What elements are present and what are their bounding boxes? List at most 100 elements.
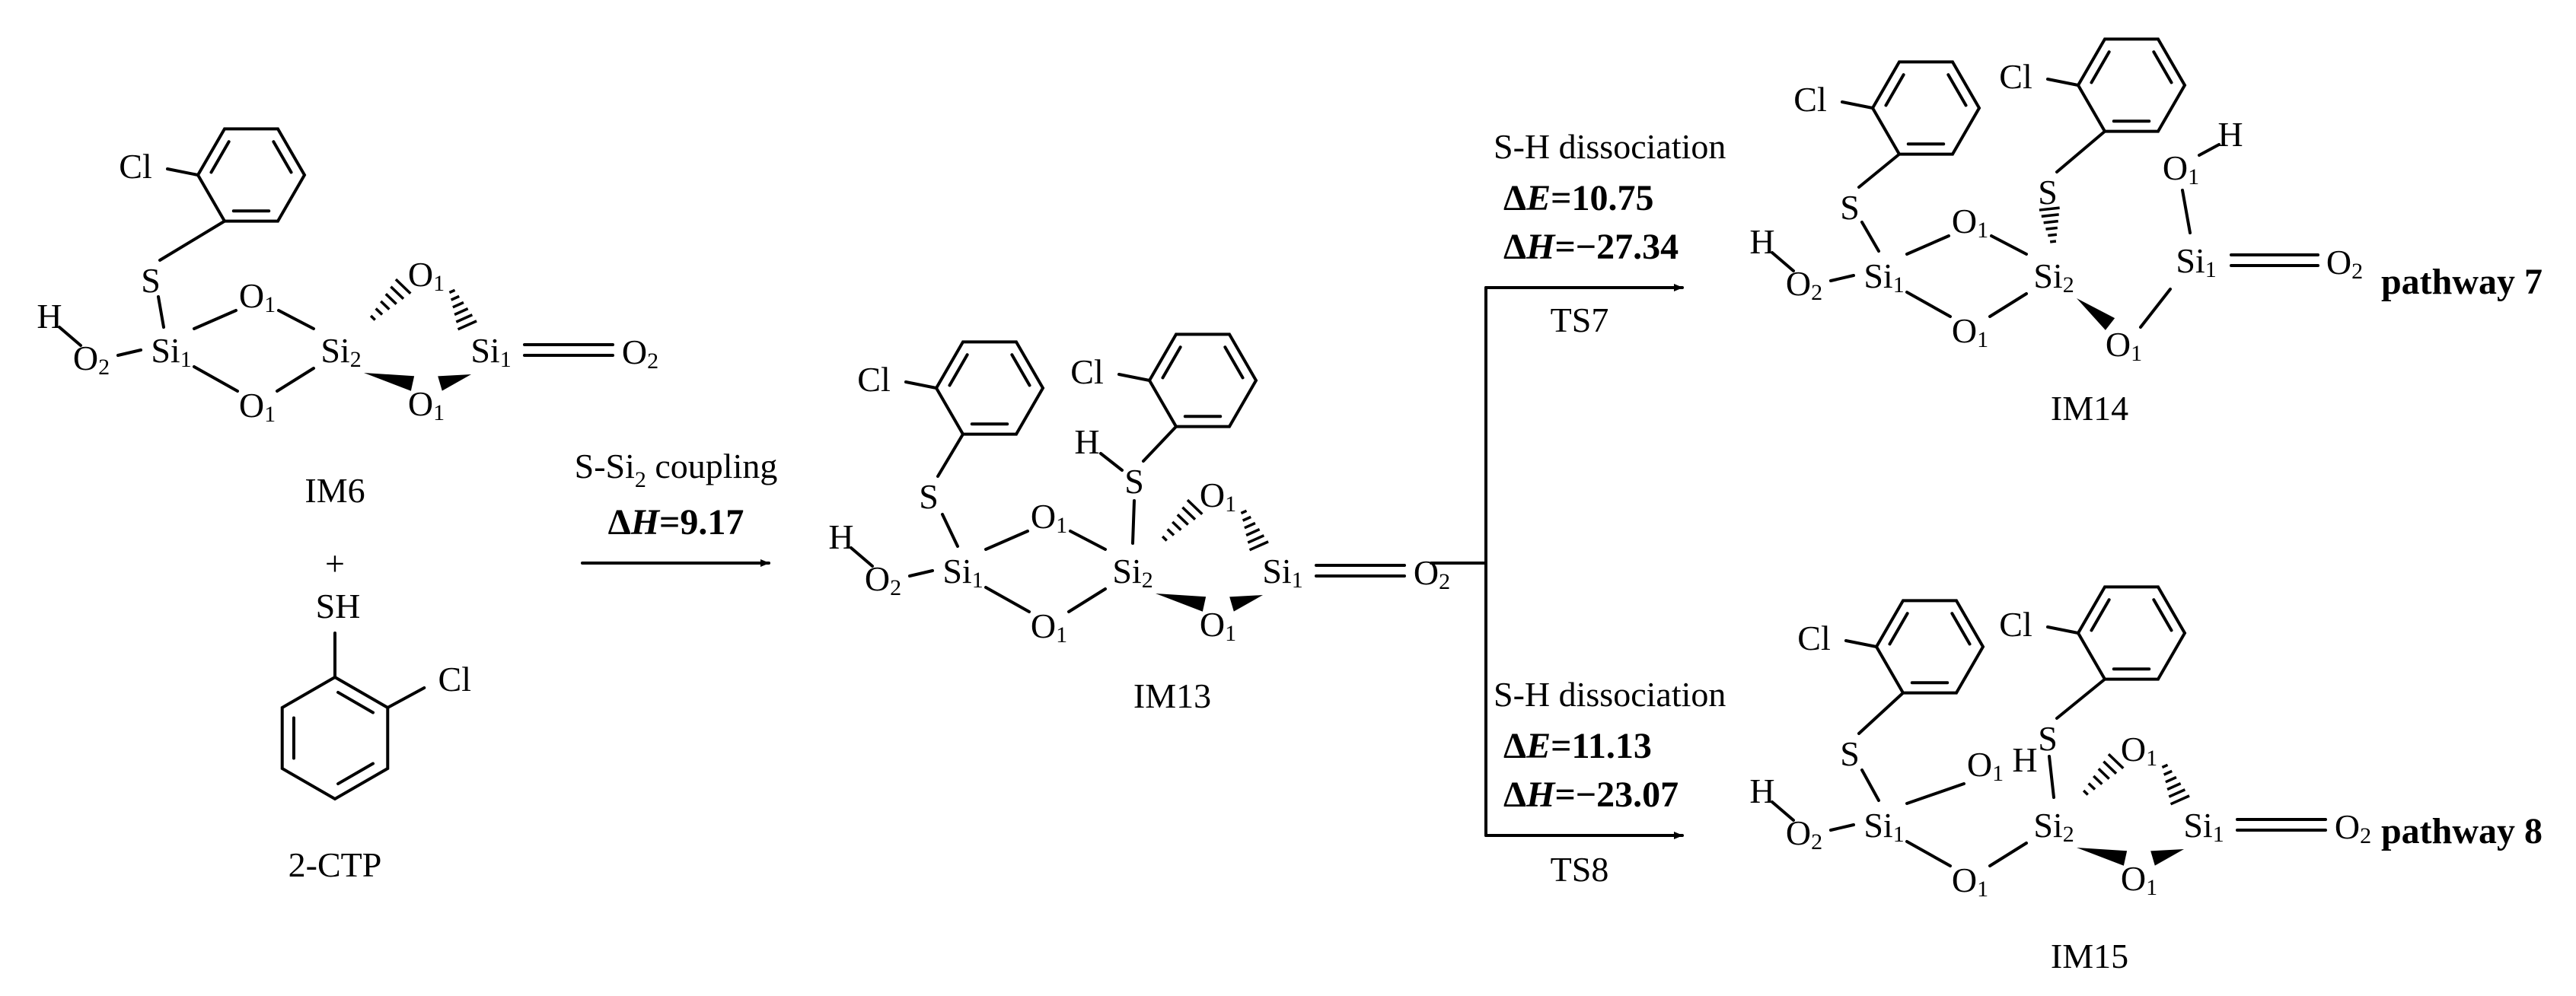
im15-o1-tr-atom: O1 — [2121, 730, 2157, 771]
im14-o1-si1r-bond — [2139, 288, 2172, 329]
im6-o1-si1r-hash-dash — [450, 294, 460, 301]
im6-o1top-si2-bond — [277, 309, 315, 330]
im15-si2-o1-wedge — [2077, 848, 2128, 866]
im13-o2-atom: O2 — [865, 559, 901, 600]
im6-o2-si1-bond — [116, 348, 142, 357]
im6-o2r-atom: O2 — [622, 333, 658, 374]
im13-o1-tr-atom: O1 — [1200, 476, 1236, 517]
bottom-dh-label: ΔH=−23.07 — [1503, 775, 1679, 815]
im15-thio-left-benzene-ring-inner-double — [1950, 612, 1972, 646]
ctp-label: 2-CTP — [289, 845, 382, 884]
im13-si2-o1-hash-dash — [1161, 535, 1168, 542]
im15-o1-si1r-hash-dash — [2161, 763, 2169, 769]
im15-thio-left-benzene-ring-inner-double — [1888, 612, 1909, 646]
im15-thio-right-s-atom: S — [2038, 719, 2058, 758]
im15-o2r-atom: O2 — [2335, 807, 2371, 848]
im6-si1-s-bond — [157, 295, 165, 329]
im13-thio-right-sh-bond — [1099, 452, 1124, 472]
im13-thio-right-sh-h-atom: H — [1074, 422, 1099, 461]
im15-o1-si1r-hash-dash — [2170, 794, 2190, 806]
im15-thio-right-s-aryl-bond — [2055, 677, 2106, 720]
im13-si2-o1-hash-dash — [1166, 528, 1175, 536]
bond-layer — [58, 37, 2327, 867]
im14-si1-atom: Si1 — [1863, 256, 1904, 298]
im13-thio-left-s-atom: S — [919, 477, 939, 516]
im13-h-o-bond — [850, 546, 874, 568]
im14-thio-left-benzene-ring — [1870, 60, 1981, 156]
im13-si2-o1-hash-dash — [1176, 514, 1189, 526]
im15-si1-s-bond — [1860, 768, 1880, 802]
im15-si2-o1-hash — [2082, 753, 2125, 796]
im6-thio-s-aryl-bond — [158, 219, 226, 262]
im6-si2-o1-hash-dash — [369, 314, 376, 321]
im6-o1-bottom-atom: O1 — [239, 386, 276, 427]
im14-si2-s-hash — [2039, 206, 2060, 243]
im14-thio-left-aryl-cl-bond — [1841, 100, 1874, 110]
im13-thio-right-cl-atom: Cl — [1070, 352, 1103, 391]
im6-o1-si1r-hash-dash — [448, 288, 456, 294]
im13-o1-br-atom: O1 — [1200, 605, 1236, 646]
im13-label: IM13 — [1133, 676, 1211, 715]
im6-o2-atom: O2 — [73, 339, 110, 380]
im15-si2-o1-hash-dash — [2082, 789, 2089, 796]
im15-thio-right-cl-atom: Cl — [1999, 605, 2032, 644]
im13-o1-si1r-hash-dash — [1245, 528, 1261, 537]
im13-si2-o1-hash-dash — [1181, 506, 1197, 520]
im14-o2-si1-bond — [1829, 274, 1855, 282]
im15-si2-o1-hash-dash — [2087, 782, 2096, 791]
arrow-layer — [581, 284, 1684, 839]
im15-thio-right-benzene-ring-inner-double — [2152, 598, 2173, 632]
im14-si2-s-hash-dash — [2041, 213, 2059, 218]
im14-si2-s-hash-dash — [2049, 240, 2057, 243]
ctp-benzene-ring — [280, 675, 390, 801]
ctp-c-cl-bond — [386, 686, 426, 709]
im15-h-o-bond — [1771, 800, 1795, 822]
im6-si2-atom: Si2 — [320, 331, 361, 372]
im13-thio-right-aryl-cl-bond — [1117, 373, 1151, 382]
im6-si2-o1-hash — [369, 278, 412, 321]
im13-thio-right-s-aryl-bond — [1142, 425, 1178, 463]
im15-o1-br-atom: O1 — [2121, 859, 2157, 900]
im14-label: IM14 — [2051, 389, 2128, 428]
im14-thio-right-benzene-ring-inner-double — [2090, 50, 2111, 84]
coupling-process-label: S-Si2 coupling — [575, 447, 778, 492]
im13-si2-o1-hash — [1161, 498, 1204, 542]
im14-thio-left-s-atom: S — [1840, 188, 1860, 227]
ctp-benzene-ring-inner-double — [336, 690, 375, 714]
im14-thio-right-s-aryl-bond — [2055, 129, 2106, 173]
im15-si1-o1h-bond — [1905, 782, 1965, 805]
im6-o1-si1r-hash-dash — [454, 307, 469, 317]
im6-o1-br-atom: O1 — [408, 384, 445, 425]
im13-o1bot-si2-bond — [1067, 587, 1107, 613]
im6-si1-atom: Si1 — [151, 331, 191, 372]
im15-o2-si1-bond — [1829, 823, 1855, 832]
im15-thio-left-cl-atom: Cl — [1797, 619, 1830, 657]
im6-si2-o1-hash-dash — [390, 285, 405, 300]
im14-si2-o1-wedge — [2077, 298, 2115, 330]
im14-si2-s-hash-dash — [2045, 226, 2058, 231]
im13-si1-s-bond — [941, 513, 959, 548]
bottom-ts-label: TS8 — [1551, 850, 1609, 889]
im6-thio-benzene-ring-inner-double — [272, 140, 293, 174]
im14-si1-o1top-bond — [1905, 234, 1950, 256]
im13-o1-si1r-hash-dash — [1244, 521, 1256, 530]
im6-label: IM6 — [304, 471, 365, 510]
im15-h-atom: H — [1749, 772, 1774, 810]
bottom-de-label: ΔE=11.13 — [1503, 726, 1652, 766]
im6-o1bot-si2-bond — [276, 367, 315, 393]
im14-si2-s-hash-dash — [2039, 206, 2060, 212]
im6-si2-o1-hash-dash — [384, 293, 397, 305]
im13-si1r-atom: Si1 — [1262, 552, 1302, 593]
im14-si1r-o1h-bond — [2181, 189, 2192, 234]
im13-si2-o1-wedge — [1156, 593, 1207, 612]
im6-si2-o1-hash-dash — [394, 278, 412, 295]
im15-o1h-atom: O1 — [1967, 745, 2004, 786]
im14-thio-right-benzene-ring-inner-double — [2152, 50, 2173, 84]
im6-si2-o1-hash-dash — [375, 307, 384, 316]
im13-h-atom: H — [828, 517, 853, 556]
im13-thio-left-aryl-cl-bond — [904, 380, 938, 390]
im14-o1bot-si2-bond — [1988, 292, 2028, 318]
im15-o1-si1r-hash-dash — [2166, 782, 2182, 791]
im13-o1-si1r-hash-dash — [1247, 534, 1265, 544]
